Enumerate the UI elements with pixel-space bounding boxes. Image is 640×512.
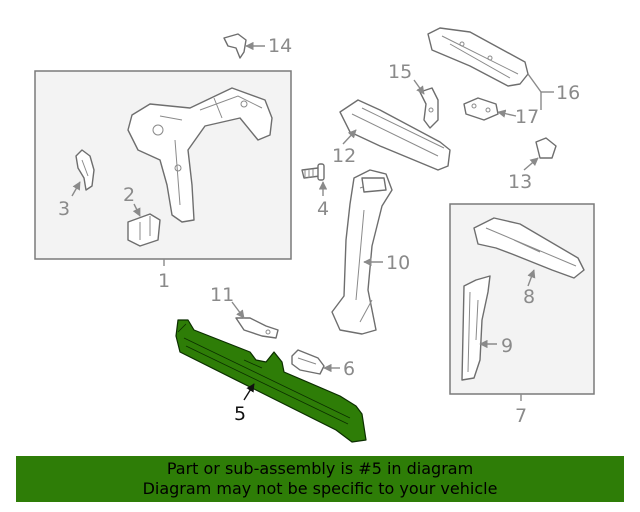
callout-16[interactable]: 16 (556, 82, 580, 104)
callout-12[interactable]: 12 (332, 145, 356, 167)
part-3-bracket[interactable] (75, 149, 95, 191)
part-5-rocker-panel[interactable] (175, 319, 367, 443)
callout-6[interactable]: 6 (343, 358, 355, 380)
parts-diagram: 1 2 3 4 5 6 7 8 9 10 11 12 13 14 15 16 1… (34, 27, 595, 443)
part-1-inner-panel[interactable] (127, 87, 273, 223)
callout-9[interactable]: 9 (501, 335, 513, 357)
part-13-clip[interactable] (535, 137, 557, 159)
callout-17[interactable]: 17 (515, 106, 539, 128)
callout-5[interactable]: 5 (234, 403, 246, 425)
callout-10[interactable]: 10 (386, 252, 410, 274)
part-8-inner-rail[interactable] (473, 217, 585, 279)
part-4-bolt[interactable] (301, 163, 325, 181)
callout-14[interactable]: 14 (268, 35, 292, 57)
part-2-bracket[interactable] (127, 213, 161, 247)
part-14-clip[interactable] (223, 33, 247, 59)
callout-8[interactable]: 8 (523, 286, 535, 308)
callout-7[interactable]: 7 (515, 405, 527, 427)
callout-11[interactable]: 11 (210, 284, 234, 306)
callout-1[interactable]: 1 (158, 270, 170, 292)
callout-numbers: 1 2 3 4 5 6 7 8 9 10 11 12 13 14 15 16 1… (58, 35, 580, 427)
callout-15[interactable]: 15 (388, 61, 412, 83)
callout-2[interactable]: 2 (123, 184, 135, 206)
part-16-upper-rail[interactable] (427, 27, 529, 87)
part-10-pillar[interactable] (331, 169, 393, 335)
part-11-bracket[interactable] (235, 317, 279, 339)
banner-line-2: Diagram may not be specific to your vehi… (142, 479, 498, 498)
part-6-grommet[interactable] (291, 349, 325, 375)
part-15-bracket[interactable] (419, 87, 439, 129)
part-12-rail[interactable] (339, 99, 451, 171)
leader-lines (71, 41, 554, 401)
part-17-plate[interactable] (463, 97, 499, 121)
callout-3[interactable]: 3 (58, 198, 70, 220)
part-9-pillar-inner[interactable] (461, 275, 491, 381)
callout-13[interactable]: 13 (508, 171, 532, 193)
banner-line-1: Part or sub-assembly is #5 in diagram (166, 459, 474, 478)
notice-banner: Part or sub-assembly is #5 in diagram Di… (16, 456, 624, 502)
callout-4[interactable]: 4 (317, 198, 329, 220)
